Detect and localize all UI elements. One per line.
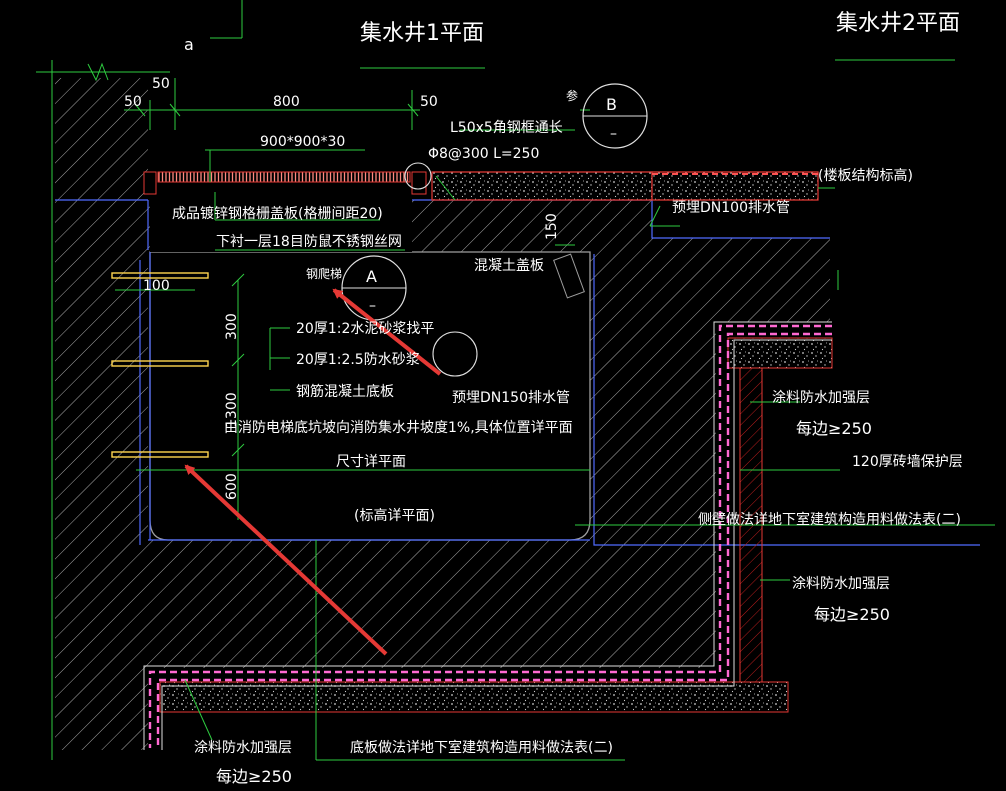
dim-1300: 1300 — [224, 392, 240, 428]
pipe-100 — [553, 253, 585, 299]
ladder-rungs — [111, 272, 209, 458]
section-b-letter: B — [606, 95, 617, 114]
dim-300: 300 — [224, 313, 240, 340]
angle-steel-label: L50x5角钢框通长 — [450, 120, 563, 136]
slab-right-red — [651, 171, 819, 201]
mesh-label: 下衬一层18目防鼠不锈钢丝网 — [216, 234, 402, 250]
right-gravel-slab — [727, 337, 833, 369]
grating-edge-right — [411, 171, 427, 195]
coating-2-label: 涂料防水加强层 — [792, 576, 890, 592]
coating-1-label: 涂料防水加强层 — [772, 390, 870, 406]
elev-note: (标高详平面) — [354, 507, 435, 524]
side-wall-note: 侧壁做法详地下室建筑构造用料做法表(二) — [698, 511, 961, 528]
pit1-title: 集水井1平面 — [360, 21, 484, 46]
size-note: 尺寸详平面 — [336, 454, 406, 470]
ladder-label: 钢爬梯 — [306, 267, 342, 281]
coating-2-each: 每边≥250 — [814, 605, 890, 624]
rc-bottom-label: 钢筋混凝土底板 — [296, 383, 394, 400]
dim-100: 100 — [143, 278, 170, 294]
dim-150: 150 — [544, 213, 560, 240]
waterproof-mortar-label: 20厚1:2.5防水砂浆 — [296, 352, 420, 368]
section-b-sub: – — [610, 126, 617, 142]
floor-note: 底板做法详地下室建筑构造用料做法表(二) — [350, 739, 613, 756]
drain150-label: 预埋DN150排水管 — [452, 390, 570, 406]
dim-600: 600 — [224, 473, 240, 500]
grating-size-label: 900*900*30 — [260, 134, 345, 150]
brick-wall-label: 120厚砖墙保护层 — [852, 454, 963, 470]
concrete-cover-slab — [431, 171, 653, 201]
waterproof-coating — [148, 324, 832, 748]
rebar-label: Φ8@300 L=250 — [428, 146, 539, 162]
slope-note: 由消防电梯底坑坡向消防集水井坡度1%,具体位置详平面 — [224, 419, 573, 436]
section-b-ref: 参 — [566, 88, 578, 103]
section-a-sub: – — [369, 298, 376, 314]
drain100-label: 预埋DN100排水管 — [672, 200, 790, 216]
dim-800: 800 — [273, 94, 300, 110]
waterproof-outline — [143, 321, 832, 750]
coating-3-each: 每边≥250 — [216, 767, 292, 786]
coating-3-label: 涂料防水加强层 — [194, 740, 292, 756]
dim-50-left: 50 — [124, 94, 142, 110]
red-arrow-2 — [184, 464, 388, 656]
green-dimension-lines — [36, 0, 995, 761]
mortar-label: 20厚1:2水泥砂浆找平 — [296, 321, 434, 337]
concrete-hatching — [55, 78, 830, 750]
pit2-title: 集水井2平面 — [836, 11, 960, 36]
coating-1-each: 每边≥250 — [796, 419, 872, 438]
section-circle-b — [582, 83, 648, 149]
dim-50-right: 50 — [420, 94, 438, 110]
concrete-cover-label: 混凝土盖板 — [474, 258, 544, 274]
grating-cover — [157, 171, 411, 183]
red-arrow-1 — [332, 288, 442, 376]
section-a-letter: A — [366, 267, 377, 286]
grating-edge-left — [143, 171, 157, 195]
slab-elev-label: (楼板结构标高) — [818, 167, 913, 184]
grating-cover-label: 成品镀锌钢格栅盖板(格栅间距20) — [172, 205, 383, 222]
dim-50-top: 50 — [152, 76, 170, 92]
bottom-gravel-slab — [159, 681, 789, 713]
break-symbol — [87, 62, 109, 82]
a-mark: a — [184, 35, 194, 54]
pipe-150-circle — [432, 331, 478, 377]
pipe-100-circle — [404, 162, 432, 190]
